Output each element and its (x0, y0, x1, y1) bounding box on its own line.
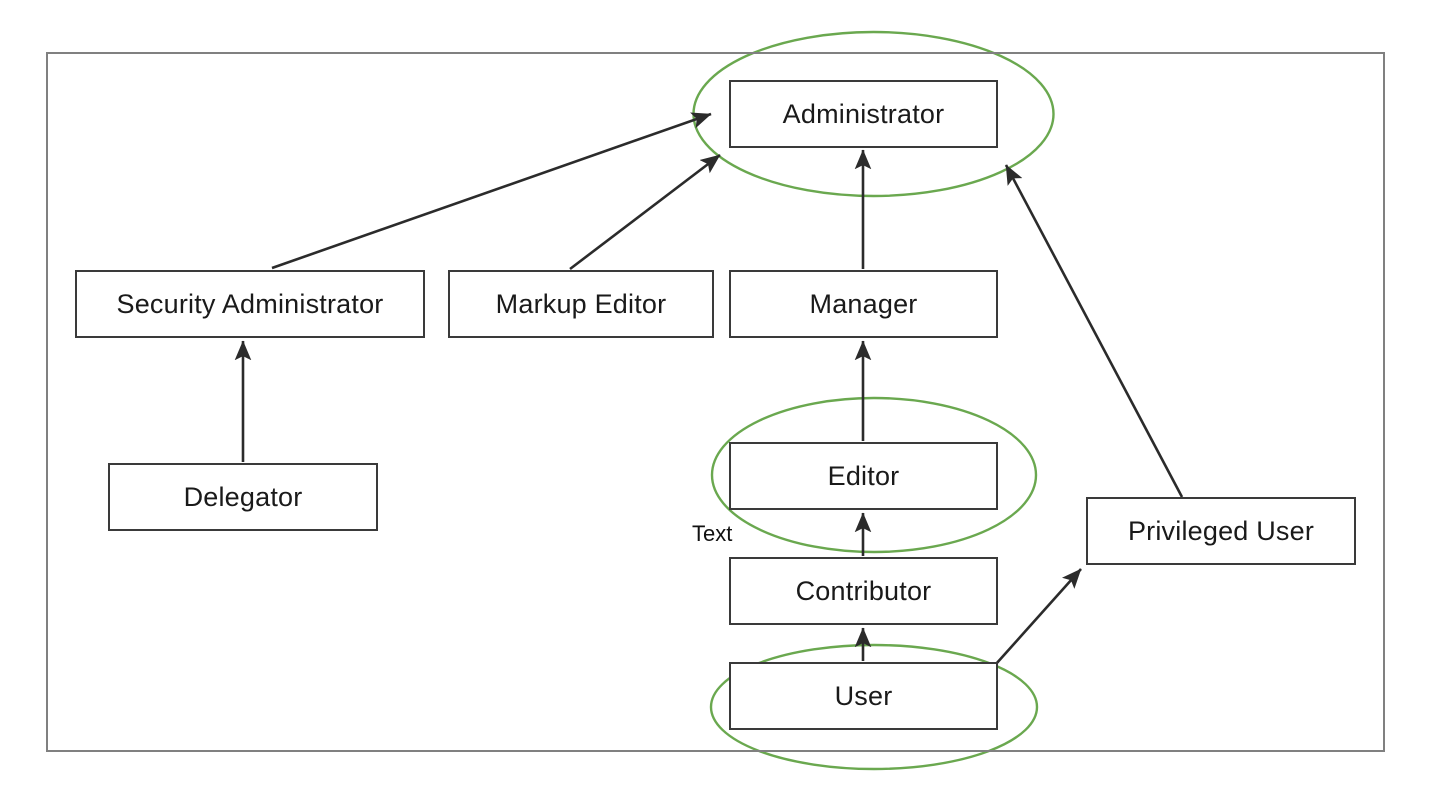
node-box-privileged-user[interactable]: Privileged User (1086, 497, 1356, 565)
node-box-user[interactable]: User (729, 662, 998, 730)
text-annotation: Text (692, 521, 733, 546)
node-box-security-administrator[interactable]: Security Administrator (75, 270, 425, 338)
node-label-contributor: Contributor (795, 575, 932, 606)
node-label-manager: Manager (809, 288, 918, 319)
edge-markup-editor-to-administrator (569, 153, 721, 271)
node-box-manager[interactable]: Manager (729, 270, 998, 338)
arrow-edges (234, 112, 1184, 665)
node-label-markup-editor: Markup Editor (495, 288, 667, 319)
highlight-ellipse-editor (710, 396, 1038, 554)
node-box-delegator[interactable]: Delegator (108, 463, 378, 531)
edge-privileged-user-to-administrator (1004, 164, 1184, 498)
node-label-delegator: Delegator (183, 481, 303, 512)
node-box-markup-editor[interactable]: Markup Editor (448, 270, 714, 338)
node-label-user: User (834, 680, 893, 711)
highlight-ellipse-user (709, 643, 1039, 771)
edge-user-to-privileged-user (995, 568, 1082, 665)
diagram-outer-frame (46, 52, 1385, 752)
edge-security-administrator-to-administrator (271, 112, 712, 270)
node-label-security-administrator: Security Administrator (116, 288, 384, 319)
node-box-contributor[interactable]: Contributor (729, 557, 998, 625)
node-label-administrator: Administrator (782, 98, 945, 129)
node-box-administrator[interactable]: Administrator (729, 80, 998, 148)
node-label-privileged-user: Privileged User (1127, 515, 1315, 546)
node-box-editor[interactable]: Editor (729, 442, 998, 510)
node-label-editor: Editor (827, 460, 900, 491)
